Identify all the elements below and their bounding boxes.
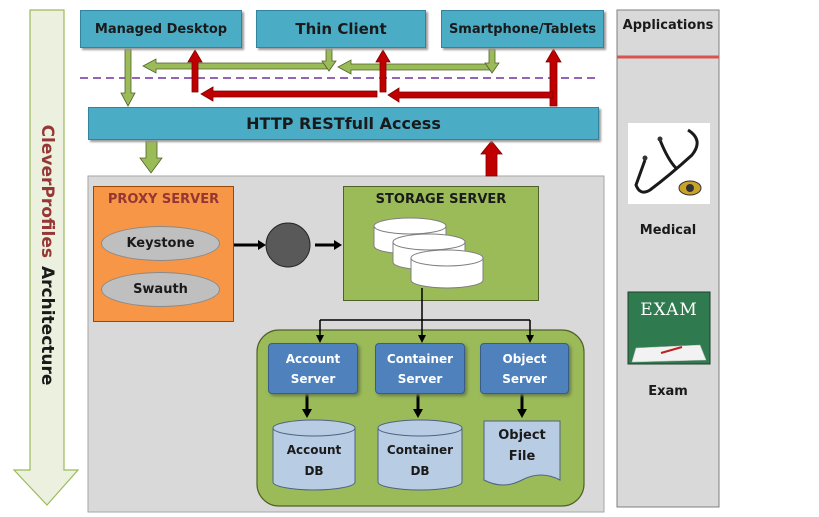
diagram-title: CleverProfiles Architecture <box>35 95 59 415</box>
http-access-label: HTTP RESTfull Access <box>246 114 441 133</box>
object-server-line1: Object <box>502 351 547 366</box>
account-server-line2: Server <box>290 371 336 386</box>
account-db-line2: DB <box>304 464 324 478</box>
proxy-server-title: PROXY SERVER <box>107 192 220 207</box>
container-db-label: Container DB <box>378 440 462 482</box>
smartphone-box: Smartphone/Tablets <box>441 10 604 48</box>
container-db-line1: Container <box>386 443 454 457</box>
keystone-label: Keystone <box>126 236 195 251</box>
exam-board-text: EXAM <box>640 300 698 320</box>
account-db-line1: Account <box>286 443 342 457</box>
request-arrows <box>120 48 500 174</box>
account-server-line1: Account <box>285 351 341 366</box>
container-db-line2: DB <box>410 464 430 478</box>
managed-desktop-box: Managed Desktop <box>80 10 242 48</box>
account-db-label: Account DB <box>273 440 355 482</box>
container-db-cylinder <box>377 419 463 491</box>
object-file-label: Object File <box>484 425 560 467</box>
medical-label: Medical <box>639 223 697 238</box>
swauth-node: Swauth <box>101 272 220 307</box>
smartphone-label: Smartphone/Tablets <box>448 21 597 37</box>
title-brand: CleverProfiles <box>37 124 57 258</box>
medical-image <box>628 123 710 204</box>
swauth-label: Swauth <box>133 282 188 297</box>
http-access-bar: HTTP RESTfull Access <box>88 107 599 140</box>
account-db-cylinder <box>272 419 356 491</box>
keystone-node: Keystone <box>101 226 220 261</box>
connectors <box>233 240 534 418</box>
object-file-document <box>483 420 561 486</box>
managed-desktop-label: Managed Desktop <box>94 21 228 37</box>
title-rest: Architecture <box>37 266 57 386</box>
load-balancer-node <box>265 222 311 268</box>
architecture-arrow <box>12 9 80 506</box>
container-server-line2: Server <box>397 371 443 386</box>
object-file-line1: Object <box>498 428 546 443</box>
applications-panel <box>616 9 720 508</box>
exam-image <box>627 291 711 365</box>
object-file-line2: File <box>508 449 536 464</box>
container-server-line1: Container <box>386 351 454 366</box>
storage-server-title: STORAGE SERVER <box>375 192 507 207</box>
container-server-node: Container Server <box>375 343 465 394</box>
object-server-node: Object Server <box>480 343 569 394</box>
exam-label: Exam <box>648 384 688 399</box>
thin-client-box: Thin Client <box>256 10 426 48</box>
thin-client-label: Thin Client <box>295 20 387 38</box>
applications-title: Applications <box>622 18 714 33</box>
account-server-node: Account Server <box>268 343 358 394</box>
response-arrows <box>187 48 562 177</box>
object-server-line2: Server <box>502 371 547 386</box>
